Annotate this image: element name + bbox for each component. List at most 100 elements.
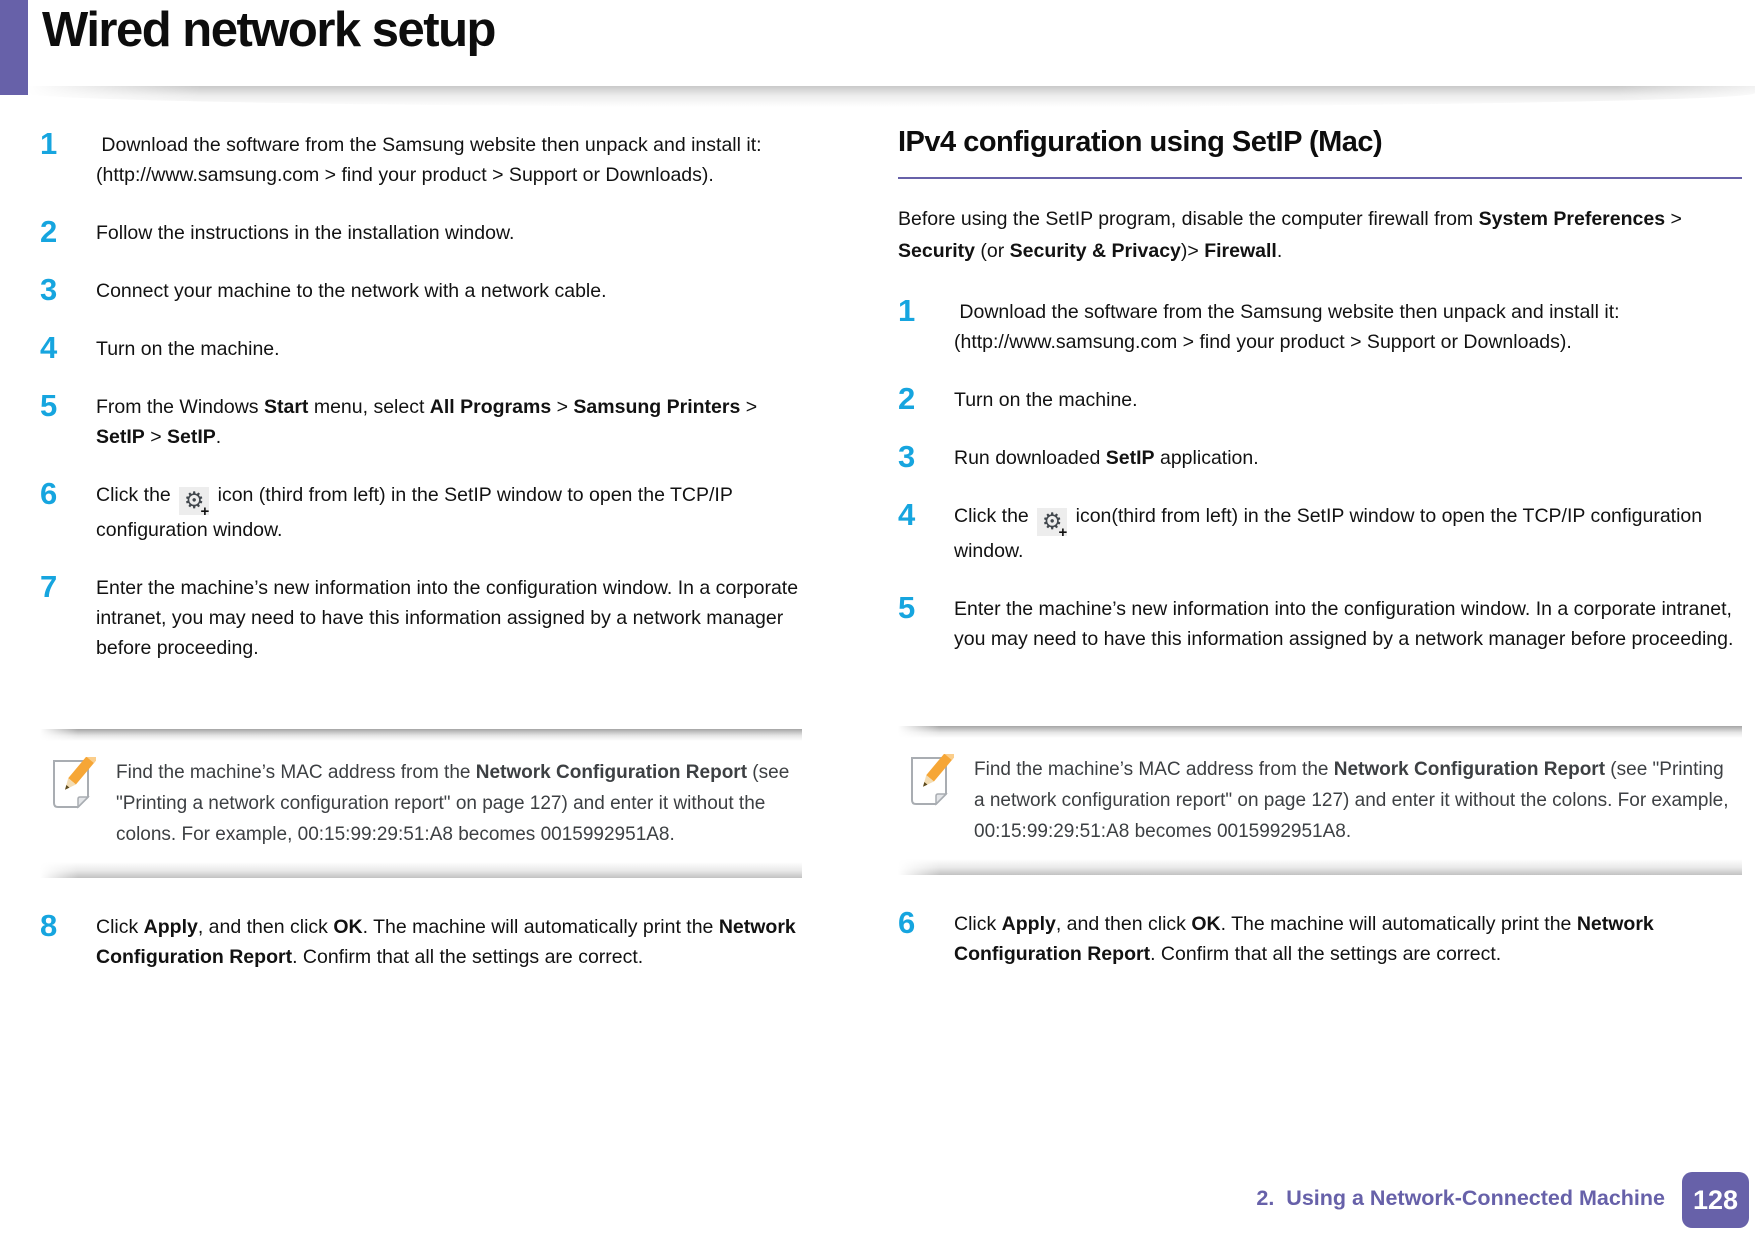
text-run: Enter the machine’s new information into… xyxy=(954,598,1738,650)
step-number: 5 xyxy=(898,590,916,625)
mac-steps-after-note: 6 Click Apply, and then click OK. The mac… xyxy=(898,905,1742,969)
text-run: Click the xyxy=(954,505,1035,527)
text-run: )> xyxy=(1180,240,1205,262)
bold-run: Network Configuration Report xyxy=(1333,759,1606,780)
right-column: IPv4 configuration using SetIP (Mac) Bef… xyxy=(898,126,1742,997)
step-item: 5 From the Windows Start menu, select All… xyxy=(40,388,802,452)
step-item: 6 Click Apply, and then click OK. The mac… xyxy=(898,905,1742,969)
step-text: Turn on the machine. xyxy=(96,334,802,364)
text-run: From the Windows xyxy=(96,396,264,418)
note-text: Find the machine’s MAC address from the … xyxy=(974,754,1736,847)
step-item: 6 Click the ⚙+ icon (third from left) in … xyxy=(40,476,802,545)
step-item: 1 Download the software from the Samsung… xyxy=(40,126,802,190)
step-item: 4 Turn on the machine. xyxy=(40,330,802,365)
step-number: 6 xyxy=(40,476,58,511)
note-pencil-icon xyxy=(48,752,98,816)
gear-plus-icon: ⚙+ xyxy=(1037,508,1068,540)
text-run: > xyxy=(1665,208,1682,230)
step-number: 1 xyxy=(898,293,916,328)
step-text: Run downloaded SetIP application. xyxy=(954,443,1742,473)
step-item: 3 Run downloaded SetIP application. xyxy=(898,439,1742,474)
bold-run: Apply xyxy=(143,916,198,938)
note-top-border xyxy=(898,726,1742,738)
text-run: icon(third from left) in the SetIP windo… xyxy=(954,505,1708,562)
text-run: menu, select xyxy=(308,396,430,418)
text-run: . Confirm that all the settings are corr… xyxy=(1150,943,1502,965)
step-item: 7 Enter the machine’s new information int… xyxy=(40,569,802,663)
left-column: 1 Download the software from the Samsung… xyxy=(40,126,802,1000)
text-run: Click the xyxy=(96,484,177,506)
bold-run: Security xyxy=(898,240,975,262)
bold-run: Network Configuration Report xyxy=(954,913,1660,965)
text-run: Follow the instructions in the installat… xyxy=(96,222,515,244)
bold-run: Apply xyxy=(1001,913,1056,935)
bold-run: Security & Privacy xyxy=(1009,240,1181,262)
text-run: (see "Printing a network configuration r… xyxy=(974,759,1734,842)
note-bottom-border xyxy=(898,859,1742,875)
text-run: > xyxy=(740,396,763,418)
note-box-right: Find the machine’s MAC address from the … xyxy=(898,726,1742,875)
bold-run: Network Configuration Report xyxy=(475,762,748,783)
note-text: Find the machine’s MAC address from the … xyxy=(116,757,796,850)
step-text: Enter the machine’s new information into… xyxy=(96,573,802,663)
bold-run: System Preferences xyxy=(1478,208,1666,230)
step-text: From the Windows Start menu, select All … xyxy=(96,392,802,452)
text-run: application. xyxy=(1154,447,1259,469)
gear-glyph: ⚙ xyxy=(183,487,205,513)
bold-run: OK xyxy=(333,916,363,938)
step-number: 3 xyxy=(40,272,58,307)
step-text: Click the ⚙+ icon(third from left) in th… xyxy=(954,501,1742,566)
step-item: 2 Turn on the machine. xyxy=(898,381,1742,416)
text-run: Download the software from the Samsung w… xyxy=(96,134,767,186)
text-run: , and then click xyxy=(1055,913,1192,935)
bold-run: SetIP xyxy=(1105,447,1155,469)
mac-steps-list: 1 Download the software from the Samsung… xyxy=(898,293,1742,654)
step-number: 1 xyxy=(40,126,58,161)
step-number: 2 xyxy=(898,381,916,416)
text-run: . The machine will automatically print t… xyxy=(1220,913,1577,935)
bold-run: Network Configuration Report xyxy=(96,916,802,968)
step-text: Click Apply, and then click OK. The mach… xyxy=(954,909,1742,969)
bold-run: Firewall xyxy=(1204,240,1277,262)
text-run: Enter the machine’s new information into… xyxy=(96,577,804,659)
page-number-badge: 128 xyxy=(1682,1172,1749,1228)
gear-glyph: ⚙ xyxy=(1041,508,1063,534)
plus-glyph: + xyxy=(200,503,210,520)
text-run: Click xyxy=(96,916,144,938)
plus-glyph: + xyxy=(1058,524,1068,541)
footer-section-label: 2. Using a Network-Connected Machine xyxy=(1256,1186,1665,1210)
step-number: 5 xyxy=(40,388,58,423)
header-accent-bar xyxy=(0,0,28,95)
text-run: Click xyxy=(954,913,1002,935)
header-divider-shadow xyxy=(28,86,1755,107)
section-intro: Before using the SetIP program, disable … xyxy=(898,203,1742,267)
step-number: 7 xyxy=(40,569,58,604)
bold-run: All Programs xyxy=(429,396,552,418)
note-bottom-border xyxy=(40,862,802,878)
step-text: Turn on the machine. xyxy=(954,385,1742,415)
page-title: Wired network setup xyxy=(42,3,496,57)
step-item: 5 Enter the machine’s new information int… xyxy=(898,590,1742,654)
text-run: > xyxy=(144,426,168,448)
section-heading: IPv4 configuration using SetIP (Mac) xyxy=(898,126,1383,158)
step-number: 6 xyxy=(898,905,916,940)
text-run: (or xyxy=(974,240,1010,262)
text-run: . xyxy=(1276,240,1283,262)
bold-run: Start xyxy=(263,396,309,418)
text-run: . The machine will automatically print t… xyxy=(362,916,719,938)
step-text: Click the ⚙+ icon (third from left) in t… xyxy=(96,480,802,545)
text-run: Turn on the machine. xyxy=(954,389,1138,411)
step-number: 4 xyxy=(40,330,58,365)
note-pencil-icon xyxy=(906,749,956,813)
gear-plus-icon: ⚙+ xyxy=(179,487,210,519)
step-text: Follow the instructions in the installat… xyxy=(96,218,802,248)
text-run: Find the machine’s MAC address from the xyxy=(116,762,476,783)
text-run: (see "Printing a network configuration r… xyxy=(116,762,795,845)
step-number: 3 xyxy=(898,439,916,474)
step-text: Click Apply, and then click OK. The mach… xyxy=(96,912,802,972)
note-top-border xyxy=(40,729,802,741)
step-text: Download the software from the Samsung w… xyxy=(96,130,802,190)
